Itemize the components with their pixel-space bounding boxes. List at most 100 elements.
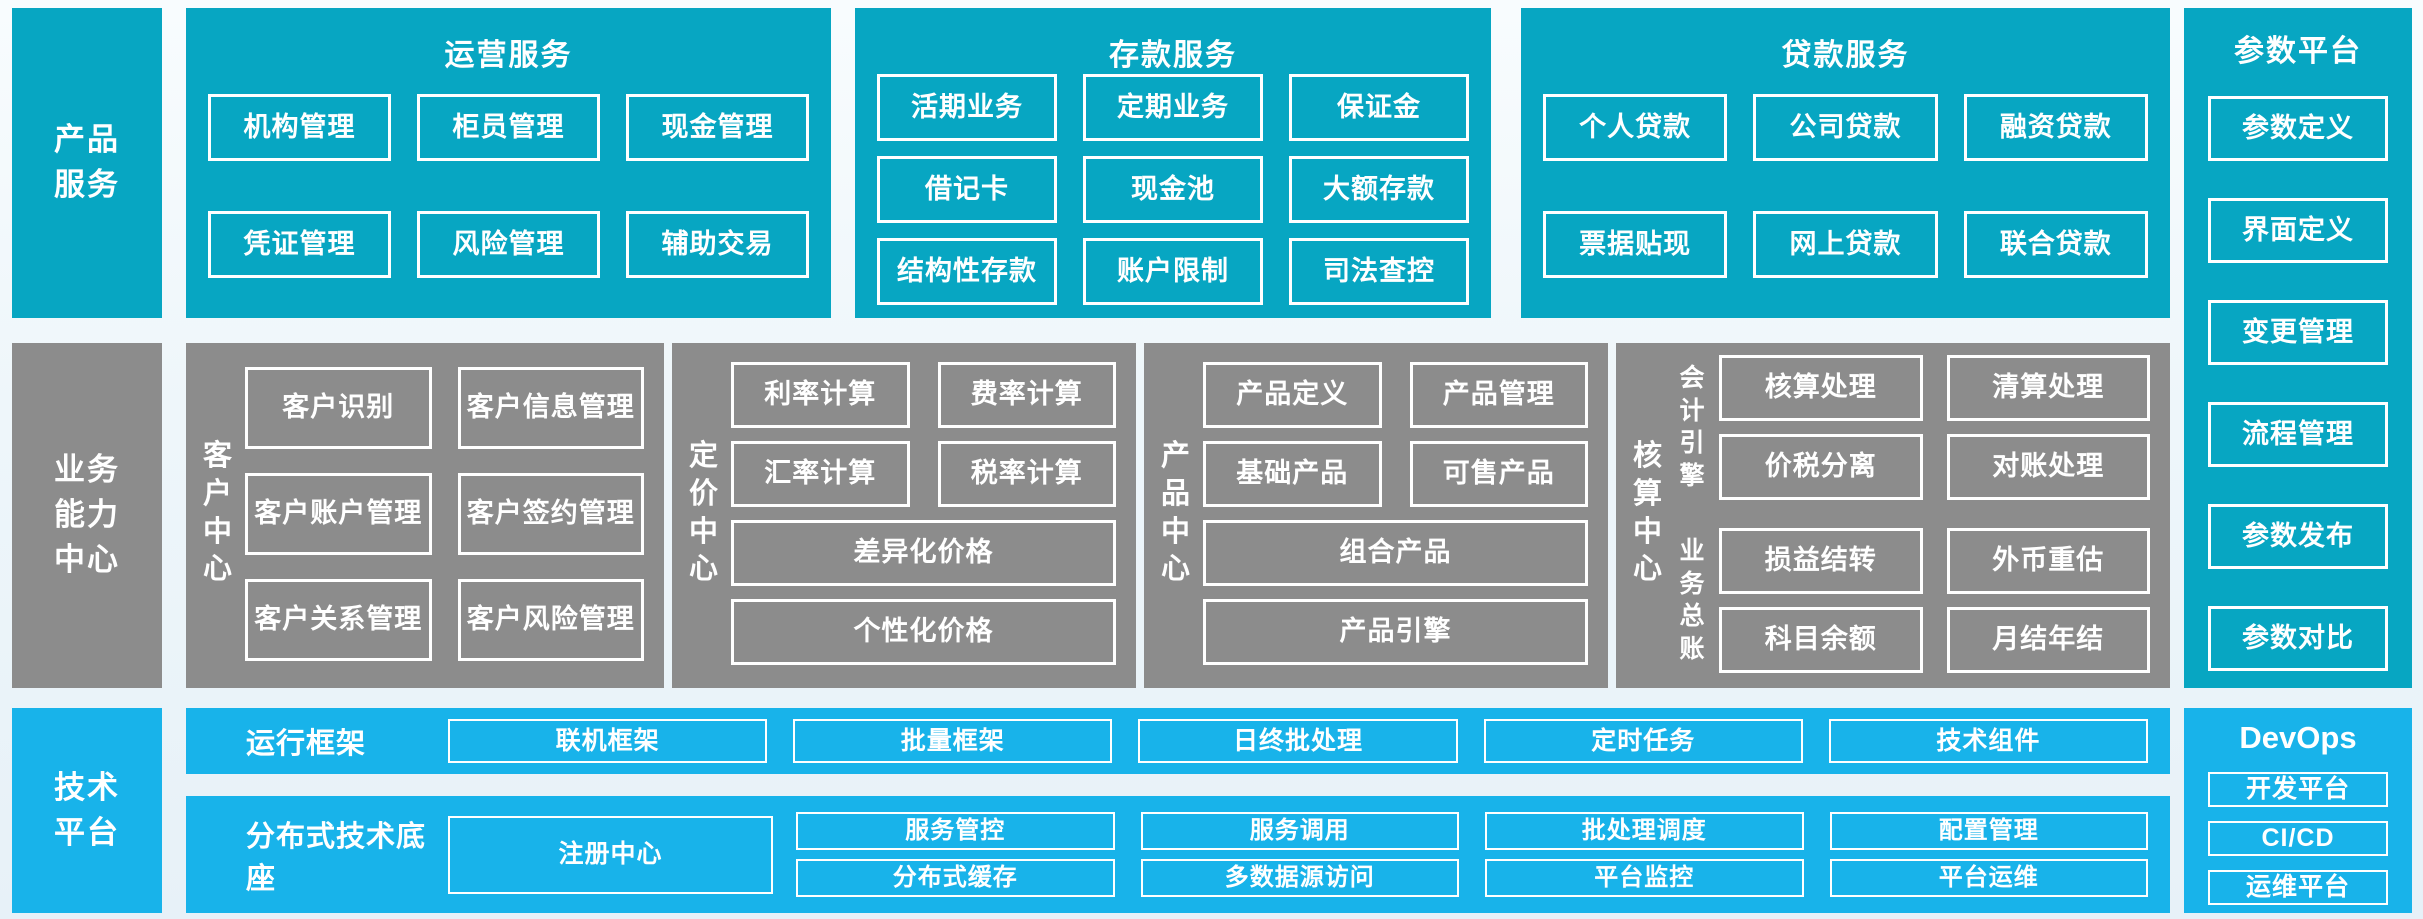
section-accounting-center: 核算中心 会计引擎 核算处理清算处理价税分离对账处理 业务总账 损益结转外币重估… <box>1616 343 2170 688</box>
capability-box: 对账处理 <box>1946 433 2150 500</box>
devops-box: CI/CD <box>2208 821 2388 856</box>
capability-box: 客户信息管理 <box>457 366 644 449</box>
section-parameter-platform: 参数平台 参数定义界面定义变更管理流程管理参数发布参数对比 <box>2184 8 2412 688</box>
capability-box: 利率计算 <box>731 362 910 428</box>
capability-box: 客户账户管理 <box>245 472 432 555</box>
service-box: 凭证管理 <box>208 211 391 278</box>
param-box: 变更管理 <box>2208 300 2388 365</box>
capability-box: 清算处理 <box>1946 354 2150 421</box>
component-box: 平台运维 <box>1829 859 2148 897</box>
service-box: 柜员管理 <box>417 94 600 161</box>
section-title: 存款服务 <box>1109 39 1237 72</box>
business-capability-label: 业务 能力 中心 <box>54 452 120 577</box>
service-box: 网上贷款 <box>1753 211 1938 278</box>
product-center-grid: 产品定义产品管理基础产品可售产品 <box>1203 362 1588 507</box>
product-center-content: 产品定义产品管理基础产品可售产品 组合产品产品引擎 <box>1203 359 1588 668</box>
capability-box: 客户识别 <box>245 366 432 449</box>
operations-services-grid: 机构管理柜员管理现金管理凭证管理风险管理辅助交易 <box>208 74 809 298</box>
capability-box: 可售产品 <box>1409 441 1588 507</box>
service-box: 活期业务 <box>877 74 1057 141</box>
sidebar-product-services: 产品 服务 <box>12 8 162 318</box>
parameter-platform-list: 参数定义界面定义变更管理流程管理参数发布参数对比 <box>2208 96 2388 671</box>
param-box: 界面定义 <box>2208 198 2388 263</box>
param-box: 参数发布 <box>2208 504 2388 569</box>
section-title: 贷款服务 <box>1781 39 1910 72</box>
component-box: 平台监控 <box>1485 859 1804 897</box>
section-title: 运营服务 <box>444 39 573 72</box>
devops-title: DevOps <box>2239 720 2357 755</box>
section-deposit-services: 存款服务 活期业务定期业务保证金借记卡现金池大额存款结构性存款账户限制司法查控 <box>855 8 1491 318</box>
distributed-tech-base-label: 分布式技术底座 <box>246 820 427 895</box>
distributed-tech-grid: 服务管控分布式缓存服务调用多数据源访问批处理调度平台监控配置管理平台运维 <box>796 812 2148 897</box>
service-box: 公司贷款 <box>1753 94 1938 161</box>
sidebar-business-capability-center: 业务 能力 中心 <box>12 343 162 688</box>
capability-box: 损益结转 <box>1719 527 1923 594</box>
service-box: 融资贷款 <box>1963 94 2148 161</box>
capability-box: 客户签约管理 <box>457 472 644 555</box>
runtime-framework-label: 运行框架 <box>246 728 367 760</box>
capability-box: 产品定义 <box>1203 362 1382 428</box>
capability-box: 核算处理 <box>1719 354 1923 421</box>
section-operations-services: 运营服务 机构管理柜员管理现金管理凭证管理风险管理辅助交易 <box>186 8 831 318</box>
devops-box: 开发平台 <box>2208 772 2388 807</box>
capability-box: 基础产品 <box>1203 441 1382 507</box>
param-box: 流程管理 <box>2208 402 2388 467</box>
capability-box: 外币重估 <box>1946 527 2150 594</box>
sidebar-technology-platform: 技术 平台 <box>12 708 162 913</box>
component-box: 批处理调度 <box>1485 812 1804 850</box>
service-box: 现金管理 <box>626 94 809 161</box>
capability-box-wide: 产品引擎 <box>1203 599 1588 665</box>
capability-box-wide: 组合产品 <box>1203 520 1588 586</box>
framework-box: 定时任务 <box>1483 719 1803 763</box>
service-box: 账户限制 <box>1083 238 1263 305</box>
service-box: 风险管理 <box>417 211 600 278</box>
accounting-center-label: 核算中心 <box>1632 440 1662 586</box>
technology-platform-label: 技术 平台 <box>54 769 120 850</box>
accounting-engine-grid: 核算处理清算处理价税分离对账处理 <box>1719 354 2150 500</box>
framework-box: 批量框架 <box>793 719 1113 763</box>
capability-box: 科目余额 <box>1719 606 1923 673</box>
capability-box: 产品管理 <box>1409 362 1588 428</box>
customer-center-label: 客户中心 <box>202 440 232 586</box>
capability-box: 汇率计算 <box>731 441 910 507</box>
pricing-center-content: 利率计算费率计算汇率计算税率计算 差异化价格个性化价格 <box>731 359 1116 668</box>
param-box: 参数定义 <box>2208 96 2388 161</box>
pricing-center-wide-list: 差异化价格个性化价格 <box>731 520 1116 665</box>
business-ledger-label: 业务总账 <box>1679 537 1705 663</box>
registry-center-box: 注册中心 <box>448 815 773 894</box>
service-box: 现金池 <box>1083 156 1263 223</box>
section-product-center: 产品中心 产品定义产品管理基础产品可售产品 组合产品产品引擎 <box>1144 343 1608 688</box>
component-box: 服务调用 <box>1140 812 1459 850</box>
section-pricing-center: 定价中心 利率计算费率计算汇率计算税率计算 差异化价格个性化价格 <box>672 343 1136 688</box>
pricing-center-grid: 利率计算费率计算汇率计算税率计算 <box>731 362 1116 507</box>
framework-box: 技术组件 <box>1828 719 2148 763</box>
service-box: 大额存款 <box>1289 156 1469 223</box>
capability-box: 税率计算 <box>937 441 1116 507</box>
service-box: 个人贷款 <box>1543 94 1728 161</box>
business-ledger-grid: 损益结转外币重估科目余额月结年结 <box>1719 527 2150 673</box>
service-box: 结构性存款 <box>877 238 1057 305</box>
product-center-label: 产品中心 <box>1160 440 1190 586</box>
component-box: 多数据源访问 <box>1140 859 1459 897</box>
service-box: 机构管理 <box>208 94 391 161</box>
component-box: 分布式缓存 <box>796 859 1115 897</box>
accounting-engine-label: 会计引擎 <box>1679 364 1705 490</box>
component-box: 配置管理 <box>1829 812 2148 850</box>
service-box: 保证金 <box>1289 74 1469 141</box>
service-box: 联合贷款 <box>1963 211 2148 278</box>
accounting-center-content: 会计引擎 核算处理清算处理价税分离对账处理 业务总账 损益结转外币重估科目余额月… <box>1675 354 2150 673</box>
service-box: 司法查控 <box>1289 238 1469 305</box>
capability-box-wide: 差异化价格 <box>731 520 1116 586</box>
loan-services-grid: 个人贷款公司贷款融资贷款票据贴现网上贷款联合贷款 <box>1543 74 2148 298</box>
product-services-label: 产品 服务 <box>54 122 120 202</box>
customer-center-grid: 客户识别客户信息管理客户账户管理客户签约管理客户关系管理客户风险管理 <box>245 359 644 668</box>
service-box: 定期业务 <box>1083 74 1263 141</box>
section-runtime-framework: 运行框架 联机框架批量框架日终批处理定时任务技术组件 <box>186 708 2170 774</box>
framework-box: 联机框架 <box>448 719 768 763</box>
pricing-center-label: 定价中心 <box>688 440 718 586</box>
runtime-framework-grid: 联机框架批量框架日终批处理定时任务技术组件 <box>448 719 2148 763</box>
section-title: 参数平台 <box>2234 35 2362 68</box>
capability-box-wide: 个性化价格 <box>731 599 1116 665</box>
